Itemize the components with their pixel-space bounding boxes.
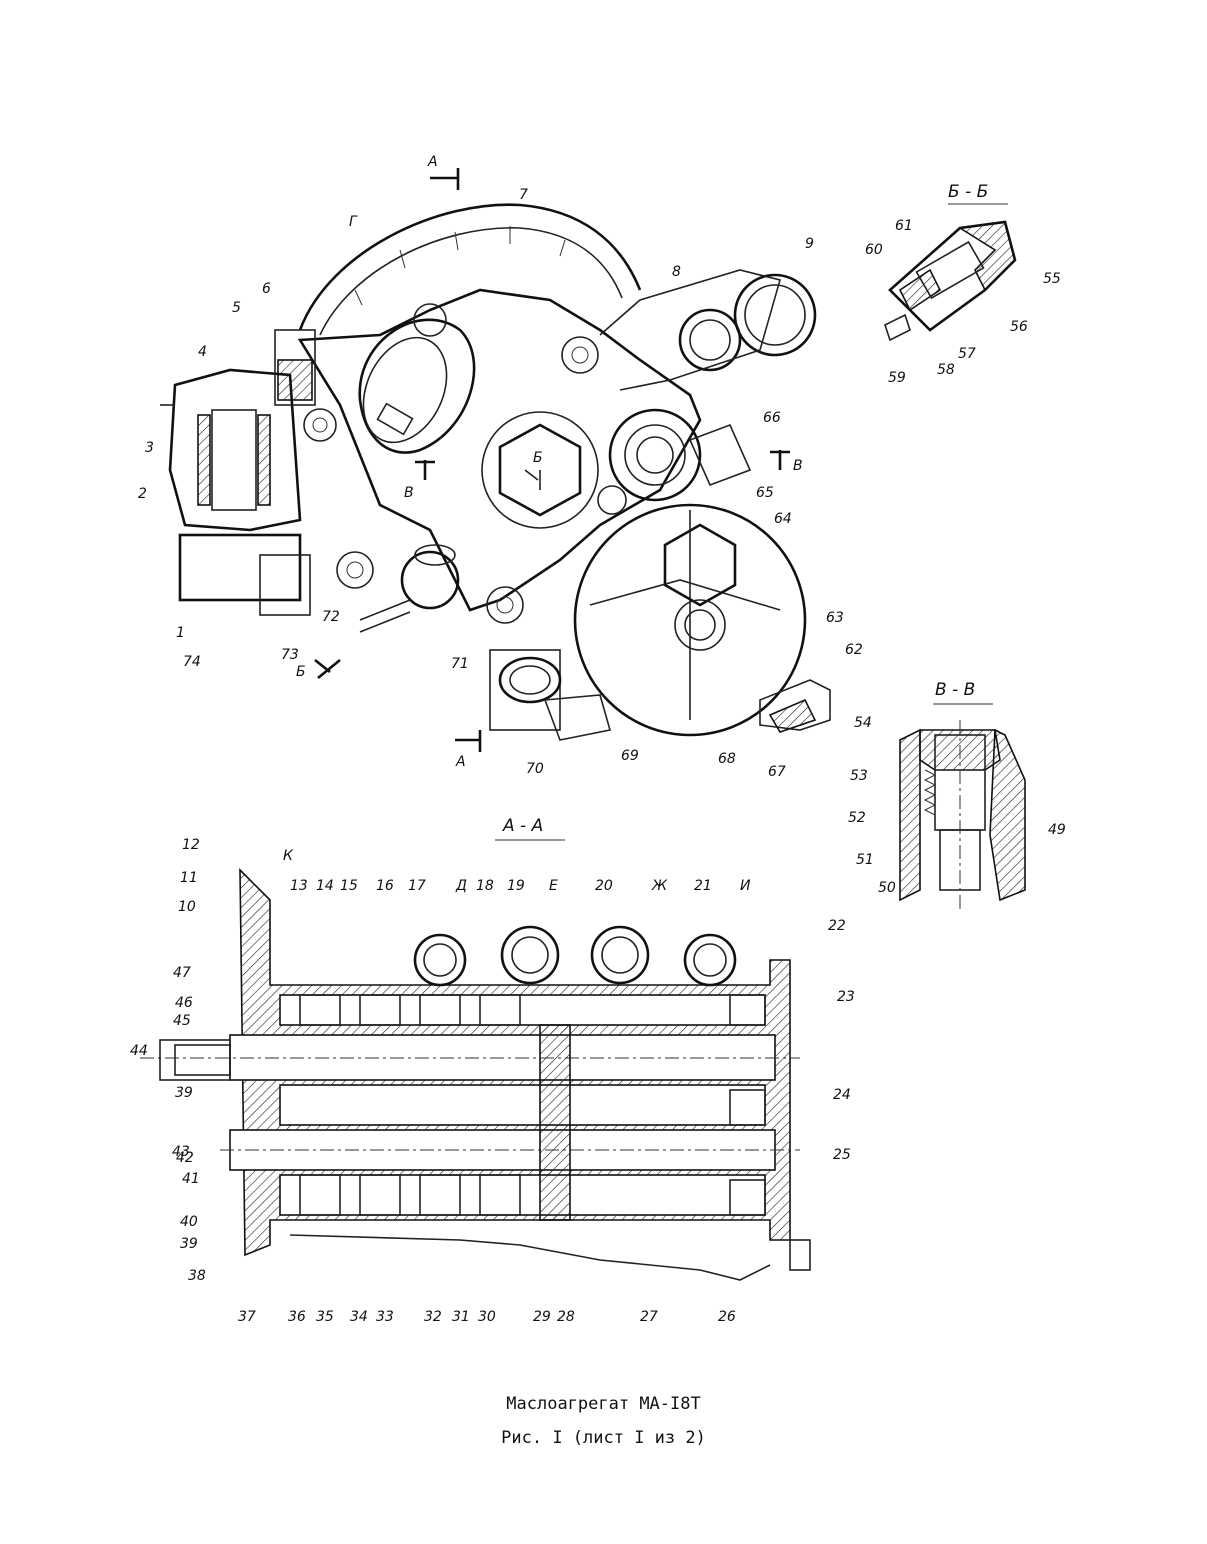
- detail-title-bb: Б - Б: [948, 182, 988, 202]
- callout-section: 19: [507, 878, 525, 894]
- section-marker-b-left: Б: [296, 664, 306, 680]
- callout-main: 65: [756, 485, 774, 501]
- callout-main: 67: [768, 764, 786, 780]
- callout-bb: 55: [1043, 271, 1061, 287]
- callout-vv: 52: [848, 810, 866, 826]
- callout-vv: 49: [1048, 822, 1066, 838]
- callout-section: 13: [290, 878, 308, 894]
- callout-section: 16: [376, 878, 394, 894]
- letter-callout-k: К: [283, 848, 294, 864]
- callout-main: 63: [826, 610, 844, 626]
- callout-main: 74: [183, 654, 201, 670]
- callout-section: 43: [172, 1144, 190, 1160]
- callout-section: 30: [478, 1309, 496, 1325]
- callout-main: 73: [281, 647, 299, 663]
- callout-section: 22: [828, 918, 846, 934]
- main-view: [160, 168, 831, 752]
- callout-section: 40: [180, 1214, 198, 1230]
- callout-section: 10: [178, 899, 196, 915]
- callout-main: 62: [845, 642, 863, 658]
- callout-main: 4: [198, 344, 207, 360]
- callout-main: 6: [262, 281, 271, 297]
- letter-callout-d: Д: [455, 878, 467, 894]
- callout-section: 47: [173, 965, 191, 981]
- callout-section: 37: [238, 1309, 256, 1325]
- callout-section: 39: [175, 1085, 193, 1101]
- callout-section: 20: [595, 878, 613, 894]
- callout-main: 9: [805, 236, 814, 252]
- section-marker-v-right: В: [793, 458, 803, 474]
- callout-main: 71: [451, 656, 469, 672]
- section-marker-a-bottom: А: [455, 754, 466, 770]
- callout-section: 29: [533, 1309, 551, 1325]
- callout-section: 23: [837, 989, 855, 1005]
- callout-section: 38: [188, 1268, 206, 1284]
- callout-main: 2: [138, 486, 147, 502]
- callout-main: 5: [232, 300, 241, 316]
- callout-section: 11: [180, 870, 198, 886]
- callout-main: 64: [774, 511, 792, 527]
- drawing-title: Маслоагрегат МА-I8Т: [506, 1394, 701, 1414]
- callout-section: 26: [718, 1309, 736, 1325]
- callout-main: 8: [672, 264, 681, 280]
- detail-vv: [899, 703, 1026, 910]
- callout-section: 32: [424, 1309, 442, 1325]
- callout-section: 34: [350, 1309, 368, 1325]
- callout-section: 27: [640, 1309, 658, 1325]
- callout-labels: 1234567896465666263676869707172737410111…: [130, 154, 1066, 1325]
- callout-vv: 54: [854, 715, 872, 731]
- callout-section: 44: [130, 1043, 148, 1059]
- callout-section: 15: [340, 878, 358, 894]
- detail-bb: [884, 203, 1017, 342]
- letter-callout-g: Г: [349, 214, 358, 230]
- callout-section: 41: [182, 1171, 200, 1187]
- callout-main: 1: [176, 625, 185, 641]
- callout-section: 46: [175, 995, 193, 1011]
- callout-vv: 53: [850, 768, 868, 784]
- callout-bb: 60: [865, 242, 883, 258]
- callout-section: 42: [176, 1150, 194, 1166]
- callout-section: 39: [180, 1236, 198, 1252]
- callout-main: 7: [519, 187, 528, 203]
- letter-callout-zh: Ж: [651, 878, 668, 894]
- letter-callout-i: И: [740, 878, 751, 894]
- callout-section: 45: [173, 1013, 191, 1029]
- callout-section: 36: [288, 1309, 306, 1325]
- callout-section: 18: [476, 878, 494, 894]
- callout-section: 17: [408, 878, 426, 894]
- section-aa: [140, 839, 811, 1281]
- section-marker-a-top: А: [427, 154, 438, 170]
- callout-bb: 56: [1010, 319, 1028, 335]
- callout-main: 3: [145, 440, 154, 456]
- callout-section: 24: [833, 1087, 851, 1103]
- callout-section: 35: [316, 1309, 334, 1325]
- section-marker-b-center: Б: [533, 450, 543, 466]
- callout-section: 25: [833, 1147, 851, 1163]
- callout-section: 28: [557, 1309, 575, 1325]
- callout-vv: 51: [856, 852, 874, 868]
- callout-bb: 57: [958, 346, 976, 362]
- callout-bb: 61: [895, 218, 913, 234]
- callout-bb: 59: [888, 370, 906, 386]
- callout-section: 31: [452, 1309, 470, 1325]
- callout-section: 12: [182, 837, 200, 853]
- callout-bb: 58: [937, 362, 955, 378]
- callout-main: 72: [322, 609, 340, 625]
- section-marker-v-left: В: [404, 485, 414, 501]
- callout-section: 33: [376, 1309, 394, 1325]
- drawing-subtitle: Рис. I (лист I из 2): [501, 1428, 706, 1448]
- callout-main: 69: [621, 748, 639, 764]
- callout-vv: 50: [878, 880, 896, 896]
- callout-section: 21: [694, 878, 712, 894]
- callout-main: 68: [718, 751, 736, 767]
- callout-main: 70: [526, 761, 544, 777]
- letter-callout-e: Е: [549, 878, 558, 894]
- callout-main: 66: [763, 410, 781, 426]
- detail-title-vv: В - В: [935, 680, 975, 700]
- callout-section: 14: [316, 878, 334, 894]
- section-title-aa: А - А: [502, 816, 543, 836]
